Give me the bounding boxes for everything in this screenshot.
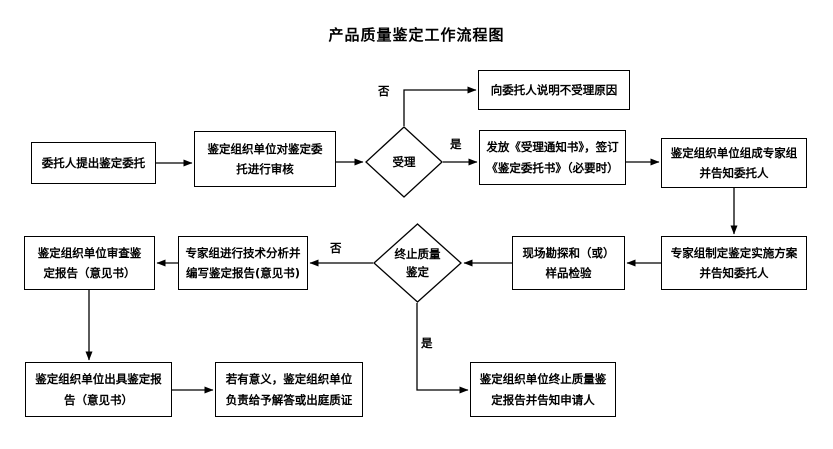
edge-label-accept-yes: 是 (450, 137, 462, 151)
node-submit-request[interactable]: 委托人提出鉴定委托 (31, 142, 156, 184)
decision-accept-label: 受理 (392, 154, 416, 169)
node-terminate-report-notify[interactable]: 鉴定组织单位终止质量鉴 定报告并告知申请人 (470, 362, 616, 417)
node-site-survey-sample-test[interactable]: 现场勘探和（或） 样品检验 (512, 236, 625, 290)
decision-terminate[interactable]: 终止质量 鉴定 (373, 223, 462, 303)
page-title: 产品质量鉴定工作流程图 (328, 26, 505, 44)
diamond-shape-accept (365, 126, 443, 198)
edge-label-terminate-no: 否 (330, 241, 342, 255)
node-technical-analysis-report[interactable]: 专家组进行技术分析并 编写鉴定报告(意见书) (178, 236, 308, 290)
node-review-request[interactable]: 鉴定组织单位对鉴定委 托进行审核 (194, 131, 336, 187)
edge-label-terminate-yes: 是 (421, 336, 433, 350)
node-issue-acceptance-notice[interactable]: 发放《受理通知书》，签订 《鉴定委托书》（必要时） (479, 130, 626, 185)
decision-accept[interactable]: 受理 (365, 126, 443, 198)
node-answer-or-testify[interactable]: 若有意义，鉴定组织单位 负责给予解答或出庭质证 (215, 362, 363, 417)
edge-label-accept-no: 否 (378, 84, 390, 98)
edge-d1-n3-no (403, 86, 477, 126)
node-issue-final-report[interactable]: 鉴定组织单位出具鉴定报 告（意见书） (25, 362, 172, 417)
node-review-report[interactable]: 鉴定组织单位审查鉴 定报告（意见书） (24, 236, 155, 290)
node-expert-plan[interactable]: 专家组制定鉴定实施方案 并告知委托人 (661, 236, 807, 290)
decision-terminate-label: 终止质量 鉴定 (394, 246, 441, 279)
diamond-shape-terminate (373, 223, 462, 303)
node-form-expert-group[interactable]: 鉴定组织单位组成专家组 并告知委托人 (661, 138, 807, 188)
node-explain-rejection[interactable]: 向委托人说明不受理原因 (478, 70, 630, 110)
